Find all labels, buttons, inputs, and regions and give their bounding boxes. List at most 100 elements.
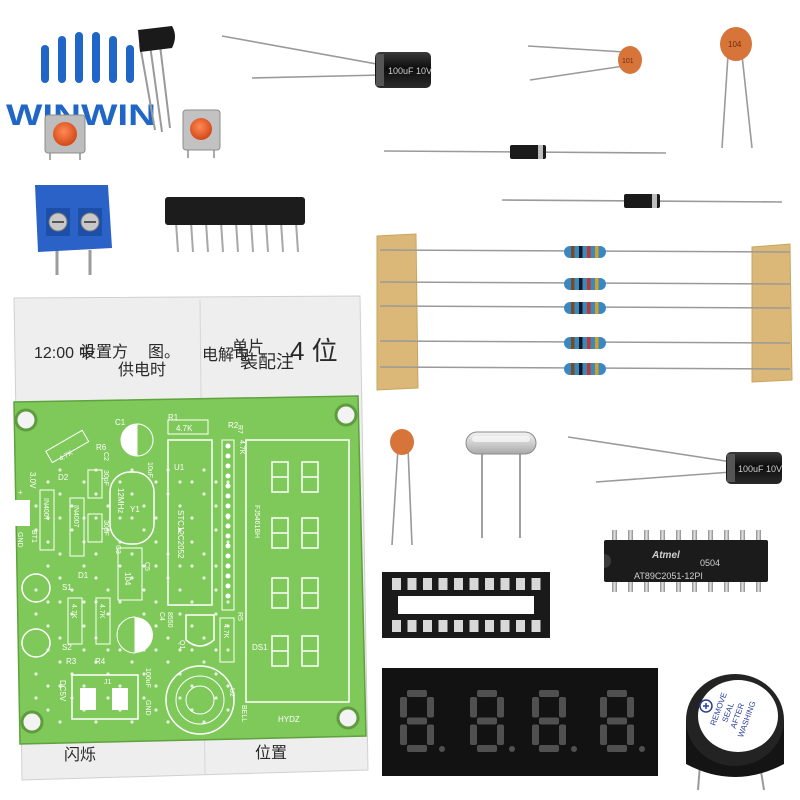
silk-q-model: 8550 <box>166 612 173 628</box>
silk-brand: HYDZ <box>278 715 300 724</box>
silk-display-ref: FJ5461BH <box>253 505 260 538</box>
silk-in4007-b: IN4007 <box>72 505 79 528</box>
silk-bell: BELL <box>240 705 247 722</box>
tact-button-right <box>182 109 221 158</box>
silk-d2: D2 <box>58 473 69 482</box>
silkscreen-digits <box>271 461 319 667</box>
ceramic-capacitor-104: 104 <box>720 27 753 149</box>
silk-r3-value: 4.7K <box>70 604 77 619</box>
mount-hole-tl <box>14 408 38 432</box>
tact-button-left <box>44 114 86 160</box>
cap-top-label: 100uF 10V <box>388 66 432 76</box>
r6-outline <box>45 429 90 464</box>
ic-at89c2051: Atmel 0504 AT89C2051-12PI <box>604 530 768 592</box>
crystal-outline <box>109 471 155 545</box>
mount-hole-bl <box>20 710 44 734</box>
c5-outline <box>117 547 143 601</box>
silk-r4: R4 <box>95 657 106 666</box>
sheet-line-2: 装配注 <box>240 352 294 372</box>
silk-ds1: DS1 <box>252 643 268 652</box>
battery-pad <box>14 500 30 526</box>
sheet-line-8: 12:00 中 <box>34 344 95 362</box>
d2-outline <box>69 497 85 557</box>
silk-crystal: 12MHz <box>116 488 125 513</box>
silk-gnd-right: GND <box>144 700 151 716</box>
silk-30pf-a: 30pF <box>102 470 109 486</box>
silk-c5: C5 <box>143 562 150 571</box>
ic-socket <box>382 572 550 638</box>
silk-gnd-left: GND <box>16 532 23 548</box>
s2-outline <box>21 628 51 658</box>
resistor-tape-strip <box>376 233 793 391</box>
c3-outline <box>87 513 103 543</box>
header-pads <box>225 443 231 599</box>
transistor-8550 <box>138 26 175 133</box>
silk-y1: Y1 <box>130 505 140 514</box>
r5-outline <box>219 617 235 663</box>
sheet-line-7: 设置方 <box>80 343 128 361</box>
silk-c5-value: 104 <box>123 572 132 586</box>
j1-outline <box>71 674 139 720</box>
silk-s1: S1 <box>62 583 72 592</box>
sheet-line-9: 闪烁 <box>64 746 96 764</box>
electrolytic-capacitor-right: 100uF 10V <box>567 436 782 484</box>
r4-outline <box>95 597 111 645</box>
display-digit <box>532 690 577 752</box>
ic-date: 0504 <box>700 558 720 568</box>
display-digit <box>400 690 445 752</box>
cap-right-label: 100uF 10V <box>738 464 782 474</box>
silk-c1: C1 <box>115 418 126 427</box>
ic-model: AT89C2051-12PI <box>634 571 703 581</box>
pcb-board: FJ5461BH DS1 R2 R7 4.7K U1 STC12C2052 R1… <box>13 395 367 745</box>
sheet-line-4: 电解电 <box>202 346 250 364</box>
silk-c2: C2 <box>102 452 109 461</box>
header-outline <box>221 439 235 611</box>
silk-r5: R5 <box>236 612 243 621</box>
mount-hole-br <box>336 706 360 730</box>
silk-r7: R7 <box>236 425 243 434</box>
silk-mcu: STC12C2052 <box>176 510 185 559</box>
display-digit <box>470 690 515 752</box>
logo-icon <box>41 32 134 83</box>
electrolytic-capacitor-top: 100uF 10V <box>221 35 432 88</box>
silk-r5-value: 4.7K <box>222 624 229 639</box>
silk-r4-value: 4.7K <box>98 604 105 619</box>
ic-logo: Atmel <box>651 550 680 561</box>
mcu-outline <box>167 439 213 606</box>
cap-101-label: 101 <box>622 58 634 65</box>
silk-r1-value: 4.7K <box>176 424 193 433</box>
silk-r1-ref: R1 <box>168 413 179 422</box>
silk-30pf-b: 30pF <box>102 520 109 536</box>
diode-upper <box>383 145 667 159</box>
r3-outline <box>67 597 83 645</box>
silk-j1: J1 <box>104 679 112 686</box>
silk-s2: S2 <box>62 643 72 652</box>
ceramic-capacitor-mid <box>390 429 414 546</box>
silk-c4: C4 <box>158 612 165 621</box>
q1-outline <box>185 614 215 647</box>
sheet-line-5: 供电时 <box>118 361 166 379</box>
c2-outline <box>87 469 103 499</box>
sheet-line-6: 图。 <box>148 344 180 361</box>
mount-hole-tr <box>334 403 358 427</box>
silk-r2: R2 <box>228 421 239 430</box>
display-digit <box>600 690 645 752</box>
silk-r7-value: 4.7K <box>238 440 245 455</box>
diode-lower <box>501 194 783 208</box>
sheet-line-3: 单片 <box>232 338 264 356</box>
silk-bt1: BT1 <box>30 530 37 543</box>
ceramic-capacitor-101: 101 <box>527 45 642 81</box>
silk-plus: + <box>18 488 23 497</box>
silk-in4007-a: IN4007 <box>42 498 49 521</box>
buzzer: REMOVE SEAL AFTER WASHING <box>686 674 784 791</box>
silk-c4-value: 100uF <box>144 668 151 688</box>
seven-segment-display <box>382 668 658 776</box>
silk-q1: Q1 <box>178 640 185 649</box>
screw-terminal-block <box>35 185 112 275</box>
crystal-oscillator <box>465 431 537 538</box>
silk-u1: U1 <box>174 463 185 472</box>
sheet-line-1: 4 位 <box>290 336 338 366</box>
silk-r6: R6 <box>96 443 107 452</box>
sheet-line-10: 位置 <box>255 744 287 762</box>
display-outline <box>245 439 350 703</box>
